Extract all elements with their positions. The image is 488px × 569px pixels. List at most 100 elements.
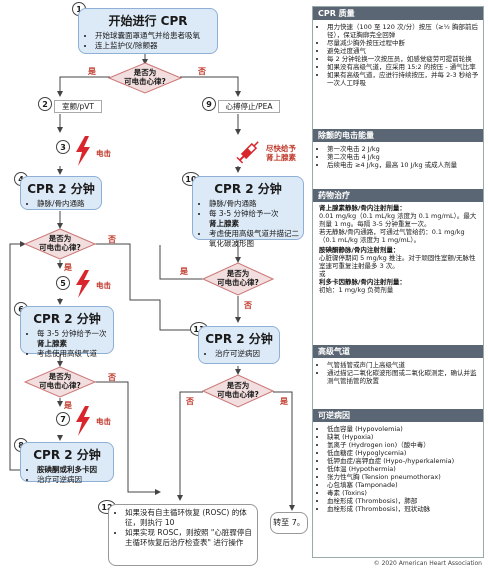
- step-10-item: 肾上腺素: [209, 219, 239, 228]
- shock-7-label: 电击: [96, 417, 111, 426]
- step-1-item: 连上监护仪/除颤器: [95, 41, 217, 51]
- shock-5-label: 电击: [96, 281, 111, 290]
- drug-line: 0.01 mg/kg（0.1 mL/kg 浓度为 0.1 mg/mL）。最大剂量…: [319, 212, 477, 228]
- step-number-7: 7: [56, 412, 70, 426]
- step-4-item: 静脉/骨内通路: [37, 199, 101, 209]
- step-6-box: CPR 2 分钟 每 3-5 分钟给予一次 肾上腺素 考虑使用高级气道: [20, 306, 114, 358]
- panel-header-shock-energy: 除颤的电击能量: [313, 129, 483, 142]
- drug-line: 心脏骤停期间 5 mg/kg 推注。对于顽固性室颤/无脉性室速可重复注射最多 3…: [319, 254, 476, 270]
- copyright-footer: © 2020 American Heart Association: [373, 560, 482, 567]
- decision-diamond-4: [202, 262, 274, 296]
- step-6-item: 肾上腺素: [37, 339, 67, 348]
- goto-box: 转至 7。: [270, 512, 308, 534]
- reversible-item: 缺氧 (Hypoxia): [327, 433, 481, 441]
- decision-3-no: 否: [108, 373, 116, 382]
- panel-header-airway: 高级气道: [313, 345, 483, 358]
- reversible-item: 低体温 (Hypothermia): [327, 465, 481, 473]
- syringe-icon: [236, 141, 259, 164]
- step-10-item: 每 3-5 分钟给予一次: [209, 209, 303, 219]
- epinephrine-label: 尽快给予 肾上腺素: [266, 144, 296, 162]
- reversible-item: 低血糖症 (Hypoglycemia): [327, 449, 481, 457]
- shock-3-label: 电击: [96, 149, 111, 158]
- shock-energy-item: 后续电击 ≥4 J/kg，最高 10 J/kg 或成人剂量: [327, 161, 481, 169]
- drug-line: 利多卡因静脉/骨内注射剂量：: [319, 278, 406, 286]
- step-8-title: CPR 2 分钟: [33, 448, 101, 462]
- step-11-title: CPR 2 分钟: [205, 332, 273, 346]
- reversible-item: 低钾血症/高钾血症 (Hypo-/hyperkalemia): [327, 457, 481, 465]
- shock-icon: [76, 270, 90, 298]
- step-number-2: 2: [38, 97, 52, 111]
- airway-item: 气管插管或声门上高级气道: [327, 361, 481, 369]
- step-11-box: CPR 2 分钟 治疗可逆病因: [198, 326, 280, 364]
- reversible-item: 血栓形成 (Thrombosis)，肺部: [327, 497, 481, 505]
- step-number-3: 3: [56, 140, 70, 154]
- decision-1-yes: 是: [88, 67, 96, 76]
- drug-line: 或: [319, 270, 326, 278]
- reversible-item: 心包填塞 (Tamponade): [327, 481, 481, 489]
- shock-energy-item: 第一次电击 2 J/kg: [327, 145, 481, 153]
- decision-5-no: 否: [186, 397, 194, 406]
- reversible-item: 张力性气胸 (Tension pneumothorax): [327, 473, 481, 481]
- step-8-item: 胺碘酮或利多卡因: [37, 465, 113, 475]
- shock-energy-item: 第二次电击 4 J/kg: [327, 153, 481, 161]
- decision-4-no: 否: [244, 301, 252, 310]
- reversible-list: 低血容量 (Hypovolemia) 缺氧 (Hypoxia) 氢离子 (Hyd…: [317, 425, 481, 513]
- panel-header-drug: 药物治疗: [313, 189, 483, 202]
- reversible-item: 低血容量 (Hypovolemia): [327, 425, 481, 433]
- cpr-quality-item: 尽量减少胸外按压过程中断: [327, 39, 481, 47]
- decision-diamond-5: [202, 374, 274, 408]
- step-number-9: 9: [202, 97, 216, 111]
- decision-5-text: 是否为 可电击心律?: [217, 381, 259, 399]
- panel-header-cpr-quality: CPR 质量: [313, 7, 483, 20]
- step-2-label: 室颤/pVT: [54, 100, 102, 113]
- step-10-title: CPR 2 分钟: [214, 182, 282, 196]
- drug-text: 肾上腺素静脉/骨内注射剂量： 0.01 mg/kg（0.1 mL/kg 浓度为 …: [319, 204, 481, 294]
- reversible-item: 毒素 (Toxins): [327, 489, 481, 497]
- decision-5-yes: 是: [280, 397, 288, 406]
- step-12-item: 如果没有自主循环恢复 (ROSC) 的体征，则执行 10: [125, 508, 257, 528]
- step-6-title: CPR 2 分钟: [33, 312, 101, 326]
- step-10-box: CPR 2 分钟 静脉/骨内通路 每 3-5 分钟给予一次 肾上腺素 考虑使用高…: [192, 176, 304, 248]
- step-10-item: 静脉/骨内通路: [209, 199, 303, 209]
- step-4-box: CPR 2 分钟 静脉/骨内通路: [20, 176, 102, 210]
- decision-3-text: 是否为 可电击心律?: [39, 372, 81, 390]
- panel-header-reversible: 可逆病因: [313, 409, 483, 422]
- drug-line: 胺碘酮静脉/骨内注射剂量：: [319, 246, 400, 254]
- drug-line: 若无静脉/骨内通路，可通过气管给药：0.1 mg/kg（0.1 mL/kg 浓度…: [319, 228, 465, 244]
- step-1-item: 开始球囊面罩通气并给患者吸氧: [95, 31, 217, 41]
- step-8-box: CPR 2 分钟 胺碘酮或利多卡因 治疗可逆病因: [20, 442, 114, 485]
- decision-4-yes: 是: [180, 267, 188, 276]
- cpr-quality-item: 如果有高级气道，应进行持续按压，并每 2-3 秒给予一次人工呼吸: [327, 71, 481, 87]
- goto-label: 转至 7。: [273, 518, 305, 527]
- decision-2-text: 是否为 可电击心律?: [39, 234, 81, 252]
- flow-arrows: [9, 54, 295, 511]
- airway-item: 通过描记二氧化碳波形图或二氧化碳测定，确认并监测气管插管的放置: [327, 369, 481, 385]
- decision-2-yes: 是: [64, 263, 72, 272]
- decision-4-text: 是否为 可电击心律?: [217, 269, 259, 287]
- reversible-item: 血栓形成 (Thrombosis)，冠状动脉: [327, 505, 481, 513]
- reversible-item: 氢离子 (Hydrogen ion)（酸中毒）: [327, 441, 481, 449]
- decision-2-no: 否: [108, 235, 116, 244]
- step-10-item: 考虑使用高级气道并描记二氧化碳波形图: [209, 229, 303, 249]
- step-12-item: 如果实现 ROSC，则按照 "心脏骤停自主循环恢复后治疗检查表" 进行操作: [125, 528, 257, 548]
- cpr-quality-item: 避免过度通气: [327, 47, 481, 55]
- decision-1-text: 是否为 可电击心律?: [124, 68, 166, 86]
- decision-diamond-1: [108, 62, 182, 94]
- cpr-quality-list: 用力快速（100 至 120 次/分）按压（≥½ 胸部前后径），保证胸廓完全回弹…: [317, 23, 481, 87]
- decision-diamond-3: [24, 366, 96, 398]
- step-6-item: 考虑使用高级气道: [37, 349, 113, 359]
- decision-diamond-2: [24, 228, 96, 260]
- drug-line: 初始：1 mg/kg 负荷剂量: [319, 286, 394, 294]
- cpr-quality-item: 每 2 分钟轮换一次按压员，如感觉疲劳可提前轮换: [327, 55, 481, 63]
- info-panel: CPR 质量 用力快速（100 至 120 次/分）按压（≥½ 胸部前后径），保…: [312, 6, 484, 558]
- step-8-item: 治疗可逆病因: [37, 475, 113, 485]
- decision-3-yes: 是: [64, 401, 72, 410]
- step-1-title: 开始进行 CPR: [108, 14, 188, 28]
- step-1-box: 开始进行 CPR 开始球囊面罩通气并给患者吸氧 连上监护仪/除颤器: [78, 8, 218, 54]
- step-4-title: CPR 2 分钟: [27, 182, 95, 196]
- step-11-item: 治疗可逆病因: [215, 349, 279, 359]
- step-9-label: 心搏停止/PEA: [218, 100, 280, 113]
- step-12-box: 如果没有自主循环恢复 (ROSC) 的体征，则执行 10 如果实现 ROSC，则…: [108, 504, 258, 566]
- shock-energy-list: 第一次电击 2 J/kg 第二次电击 4 J/kg 后续电击 ≥4 J/kg，最…: [317, 145, 481, 169]
- shock-icon: [76, 406, 90, 436]
